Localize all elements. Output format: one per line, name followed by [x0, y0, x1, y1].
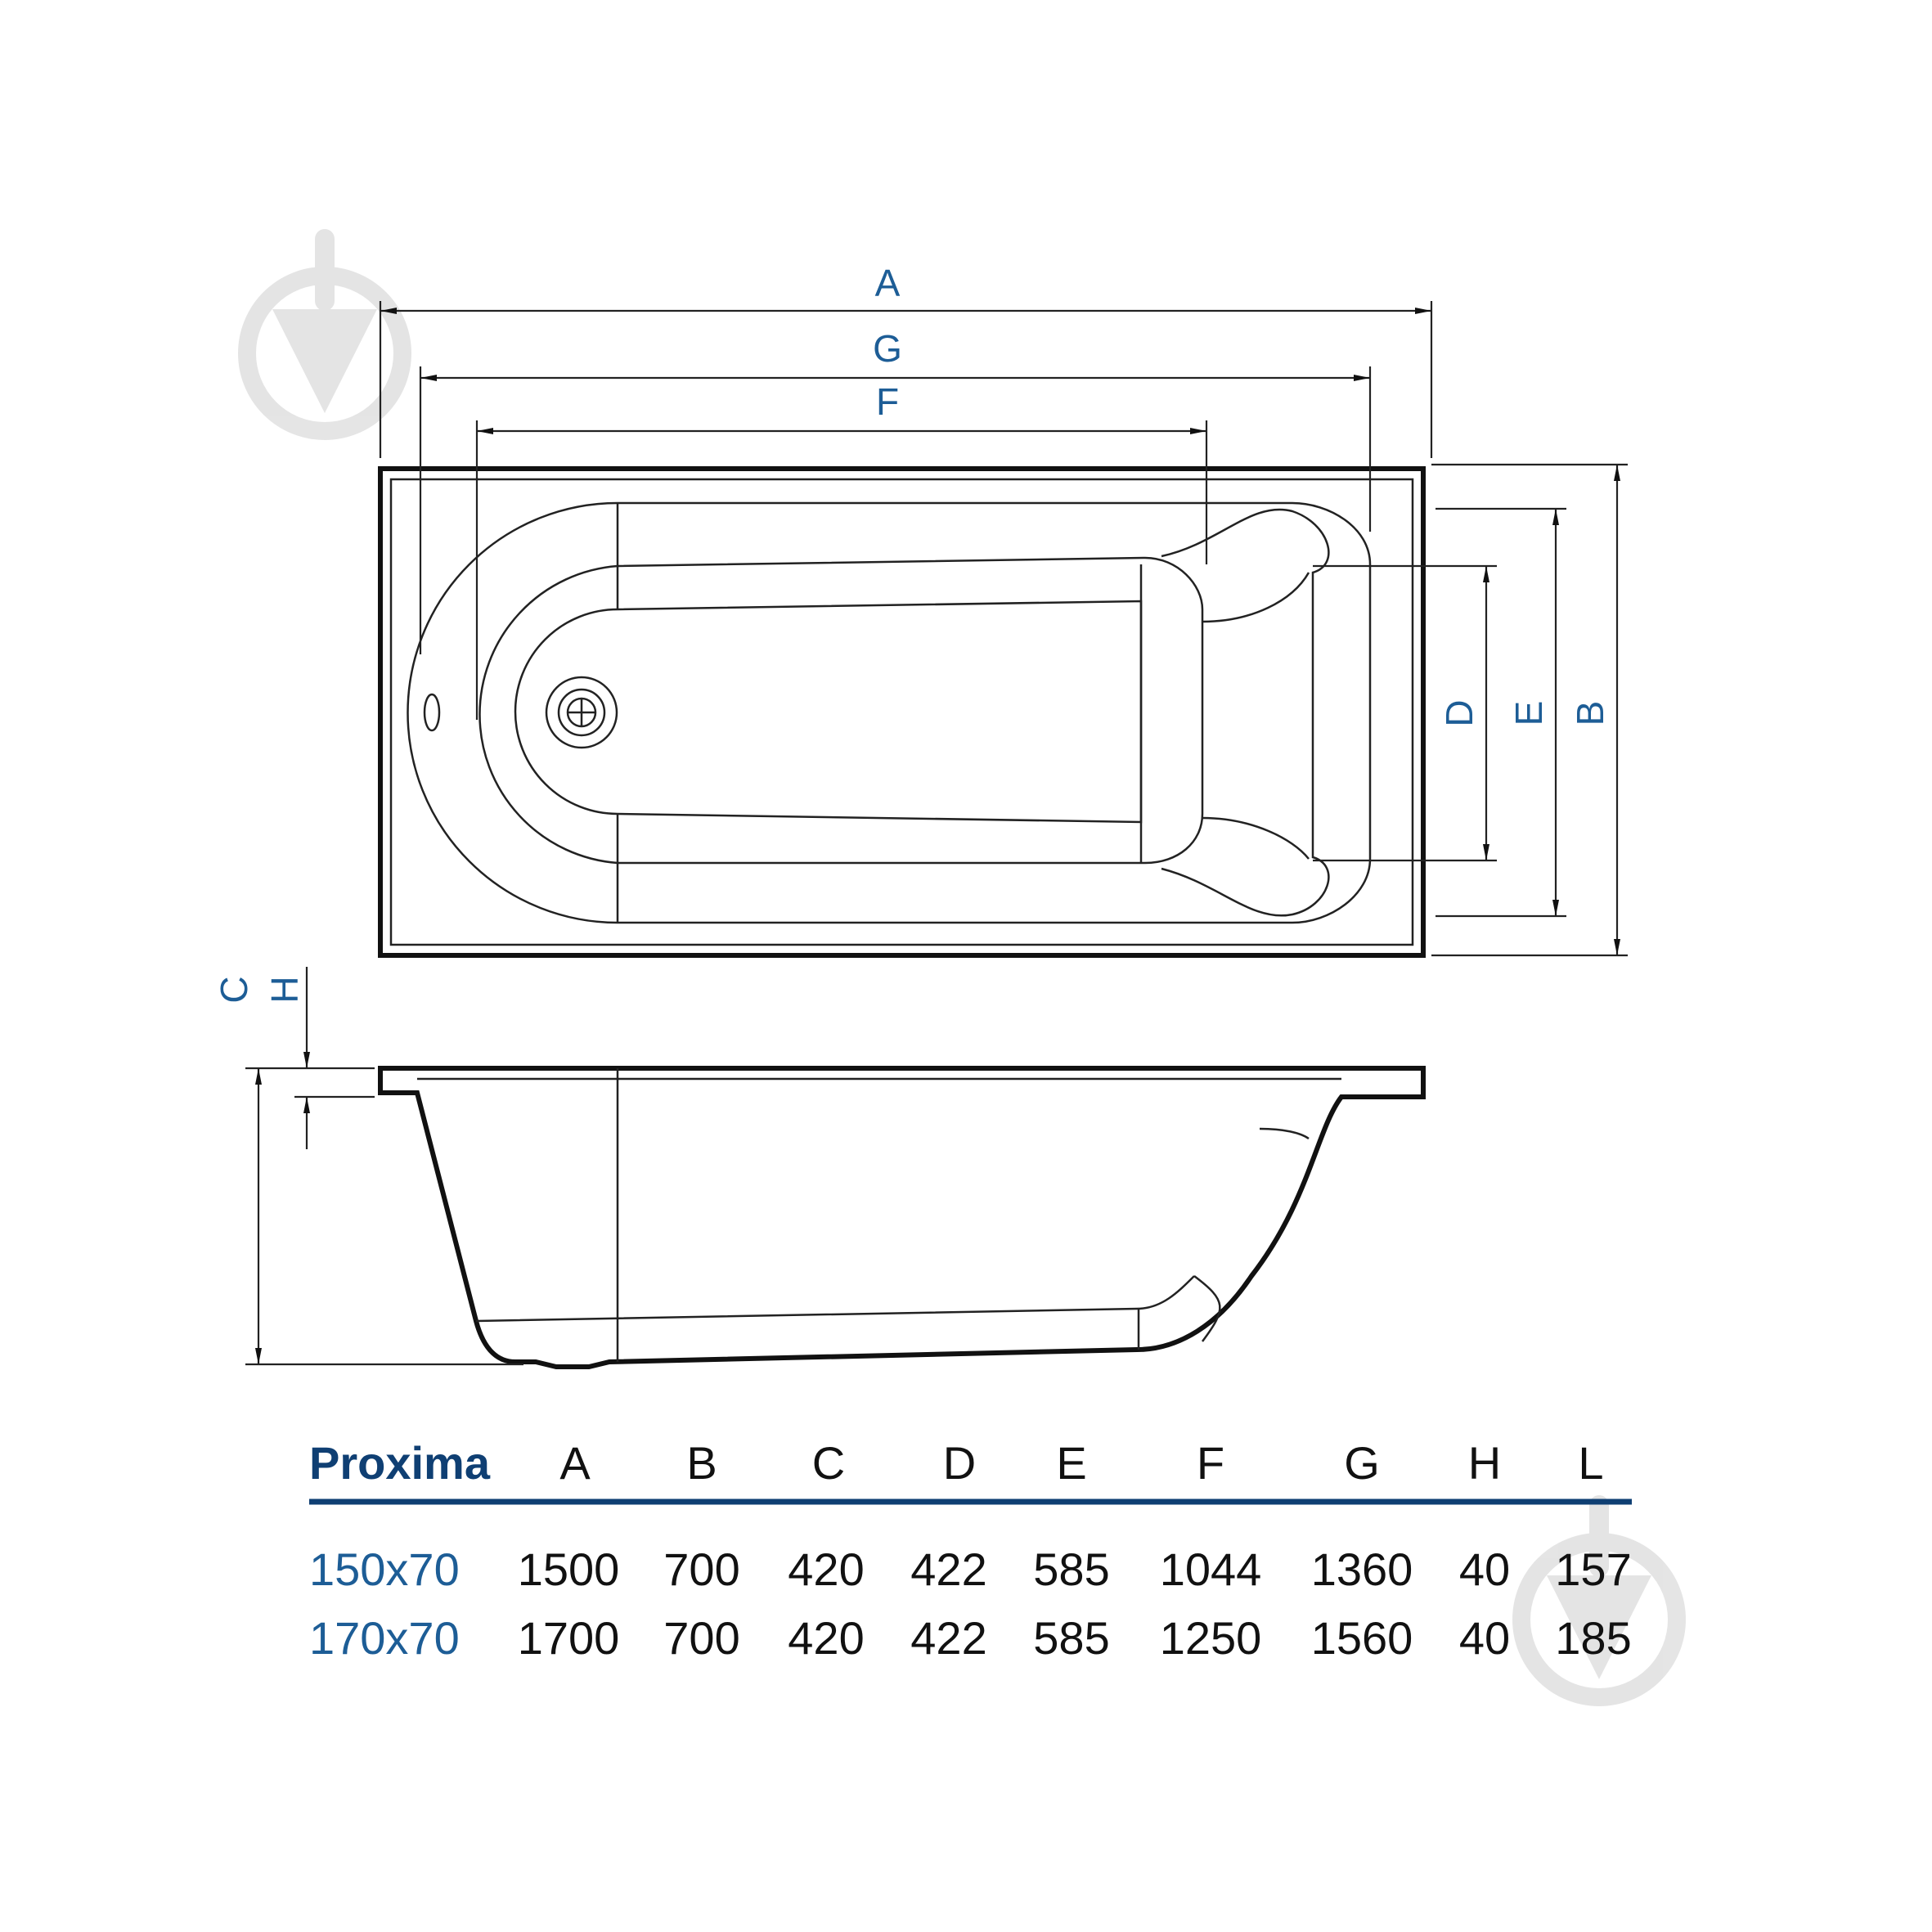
table-cell: 422: [910, 1543, 986, 1595]
download-arrow-icon: [1512, 1495, 1686, 1706]
table-header-cell: H: [1468, 1437, 1501, 1489]
table-header-cell: D: [943, 1437, 976, 1489]
table-cell: 420: [788, 1612, 864, 1664]
dim-label-b: B: [1569, 701, 1611, 726]
bathtub-top-view: [378, 466, 1426, 958]
table-cell: 1560: [1311, 1612, 1413, 1664]
table-cell: 585: [1033, 1543, 1109, 1595]
table-header-cell: G: [1344, 1437, 1380, 1489]
table-cell: 1360: [1311, 1543, 1413, 1595]
table-cell: 185: [1555, 1612, 1631, 1664]
table-row-model: 170x70: [309, 1612, 460, 1664]
table-cell: 700: [663, 1612, 739, 1664]
table-cell: 585: [1033, 1612, 1109, 1664]
table-row: 150x70 1500 700 420 422 585 1044 1360 40…: [309, 1543, 1632, 1595]
table-cell: 40: [1459, 1543, 1510, 1595]
table-cell: 1250: [1160, 1612, 1262, 1664]
dim-label-d: D: [1438, 699, 1480, 726]
table-cell: 422: [910, 1612, 986, 1664]
download-arrow-icon: [238, 229, 411, 440]
dimensions-table: Proxima A B C D E F G H L 150x70 1500 70…: [309, 1437, 1632, 1664]
table-cell: 1500: [518, 1543, 620, 1595]
table-cell: 40: [1459, 1612, 1510, 1664]
table-header-cell: E: [1056, 1437, 1086, 1489]
bathtub-side-view: [378, 1066, 1426, 1369]
table-model-header: Proxima: [309, 1437, 491, 1489]
table-header-cell: B: [686, 1437, 717, 1489]
dim-label-h: H: [263, 976, 306, 1003]
table-cell: 157: [1555, 1543, 1631, 1595]
table-header-cell: F: [1197, 1437, 1224, 1489]
table-cell: 1700: [518, 1612, 620, 1664]
table-header-cell: A: [559, 1437, 591, 1489]
dim-label-e: E: [1507, 701, 1550, 726]
table-row-model: 150x70: [309, 1543, 460, 1595]
dim-label-f: F: [876, 380, 899, 423]
dimension-lines: [245, 301, 1628, 1366]
dim-label-c: C: [213, 976, 255, 1003]
table-cell: 1044: [1160, 1543, 1262, 1595]
dim-label-a: A: [875, 262, 901, 304]
table-cell: 420: [788, 1543, 864, 1595]
table-header-cell: C: [812, 1437, 845, 1489]
dim-label-g: G: [873, 327, 902, 370]
table-header-cell: L: [1578, 1437, 1603, 1489]
table-cell: 700: [663, 1543, 739, 1595]
table-row: 170x70 1700 700 420 422 585 1250 1560 40…: [309, 1612, 1632, 1664]
